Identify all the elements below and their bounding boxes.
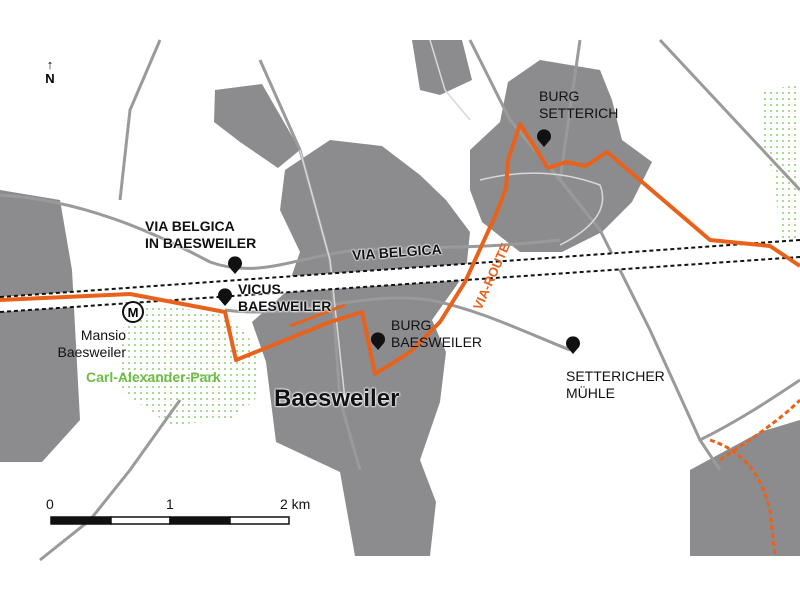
- label-setthericher-muehle: SETTERICHER MÜHLE: [566, 368, 665, 402]
- urban-area: [252, 140, 470, 556]
- scale-tick-2: 2 km: [280, 496, 311, 512]
- scale-tick-1: 1: [166, 496, 174, 512]
- label-mansio-baesweiler: Mansio Baesweiler: [44, 327, 126, 361]
- label-line: VICUS: [238, 281, 281, 297]
- label-line: IN BAESWEILER: [145, 235, 257, 251]
- label-line: BAESWEILER: [391, 334, 483, 350]
- urban-area: [690, 420, 800, 556]
- via-belgica-band: [0, 240, 800, 312]
- label-line: SETTERICH: [539, 105, 619, 121]
- label-line: Baesweiler: [57, 344, 126, 360]
- urban-area: [412, 40, 472, 95]
- pin-icon: [566, 336, 580, 354]
- urban-area: [470, 60, 652, 252]
- label-line: VIA BELGICA: [145, 218, 235, 234]
- label-line: BURG: [539, 88, 580, 104]
- urban-area: [0, 190, 80, 462]
- label-line: BAESWEILER: [238, 298, 332, 314]
- label-line: SETTERICHER: [566, 368, 665, 384]
- route-dashed: [709, 398, 800, 557]
- label-town-baesweiler: Baesweiler: [274, 385, 400, 412]
- north-indicator: ↑ N: [42, 58, 58, 86]
- pin-icon: [218, 288, 232, 306]
- north-arrow-icon: ↑: [46, 57, 54, 72]
- label-via-belgica-in-baesweiler: VIA BELGICA IN BAESWEILER: [145, 218, 256, 252]
- pin-icon: [228, 256, 243, 274]
- label-line: MÜHLE: [566, 385, 616, 401]
- scale-bar: [50, 516, 290, 525]
- label-vicus-baesweiler: VICUS BAESWEILER: [238, 281, 331, 315]
- label-line: BURG: [391, 317, 432, 333]
- park-area: [120, 305, 260, 425]
- via-route: [0, 122, 800, 376]
- scale-tick-0: 0: [46, 496, 54, 512]
- pin-icon: [537, 129, 551, 147]
- label-burg-setterich: BURG SETTERICH: [539, 88, 618, 122]
- mansio-icon: M: [122, 301, 144, 323]
- pin-icon: [371, 332, 385, 350]
- label-park: Carl-Alexander-Park: [86, 369, 221, 385]
- urban-area: [214, 84, 300, 168]
- pins: [218, 129, 580, 354]
- north-label: N: [45, 71, 55, 86]
- label-line: Mansio: [80, 327, 126, 343]
- label-burg-baesweiler: BURG BAESWEILER: [391, 317, 482, 351]
- svg-text:M: M: [128, 305, 139, 320]
